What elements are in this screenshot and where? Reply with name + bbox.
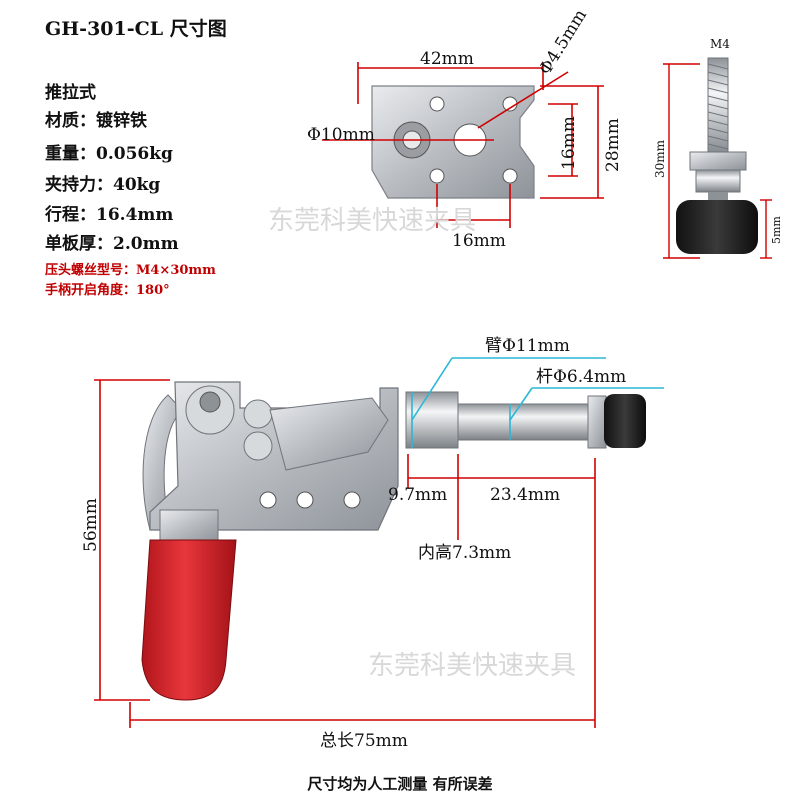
small-hole-label: Φ4.5mm bbox=[535, 6, 591, 79]
hole-spacing-h-label: 16mm bbox=[452, 231, 506, 251]
plate-width-label: 42mm bbox=[420, 49, 474, 69]
watermark: 东莞科美快速夹具 bbox=[268, 206, 477, 236]
clamp-body bbox=[142, 381, 399, 531]
clamp-plunger bbox=[405, 391, 646, 449]
center-hole-label: Φ10mm bbox=[307, 125, 375, 145]
total-length-label: 总长75mm bbox=[320, 731, 408, 751]
spec-material: 材质：镀锌铁 bbox=[45, 111, 147, 131]
screw-length-label: 30mm bbox=[653, 139, 667, 178]
footer-note: 尺寸均为人工测量 有所误差 bbox=[307, 775, 493, 793]
screw-dimensions bbox=[663, 63, 772, 259]
plate-hole bbox=[502, 168, 518, 184]
pressure-screw bbox=[676, 57, 758, 254]
arm-diameter-label: 臂Φ11mm bbox=[485, 336, 570, 356]
spec-screw-model: 压头螺丝型号：M4×30mm bbox=[45, 263, 216, 278]
clamp-dimensions-red bbox=[94, 379, 596, 728]
spec-clamp-force: 夹持力：40kg bbox=[45, 175, 161, 195]
hole-spacing-v-label: 16mm bbox=[559, 116, 579, 170]
screw-cap-label: 5mm bbox=[770, 216, 783, 244]
spec-weight: 重量：0.056kg bbox=[45, 144, 173, 164]
watermark: 东莞科美快速夹具 bbox=[368, 651, 577, 681]
base-plate bbox=[371, 85, 535, 199]
spec-stroke: 行程：16.4mm bbox=[45, 205, 174, 225]
clamp-handle bbox=[141, 509, 237, 701]
page-title: GH-301-CL 尺寸图 bbox=[45, 18, 227, 40]
spec-plate-thickness: 单板厚：2.0mm bbox=[45, 234, 179, 254]
offset-label: 9.7mm bbox=[388, 485, 447, 505]
rod-diameter-label: 杆Φ6.4mm bbox=[536, 367, 626, 387]
plate-hole bbox=[429, 168, 445, 184]
base-plate-dimensions bbox=[322, 62, 604, 228]
plate-hole bbox=[429, 96, 445, 112]
clamp-height-label: 56mm bbox=[81, 498, 101, 552]
rod-length-label: 23.4mm bbox=[490, 485, 560, 505]
spec-handle-angle: 手柄开启角度：180° bbox=[45, 283, 170, 298]
plate-height-label: 28mm bbox=[603, 118, 623, 172]
spec-type: 推拉式 bbox=[45, 83, 96, 103]
screw-thread-label: M4 bbox=[710, 37, 730, 51]
inner-height-label: 内高7.3mm bbox=[418, 543, 511, 563]
clamp-dimensions-cyan bbox=[411, 357, 664, 448]
